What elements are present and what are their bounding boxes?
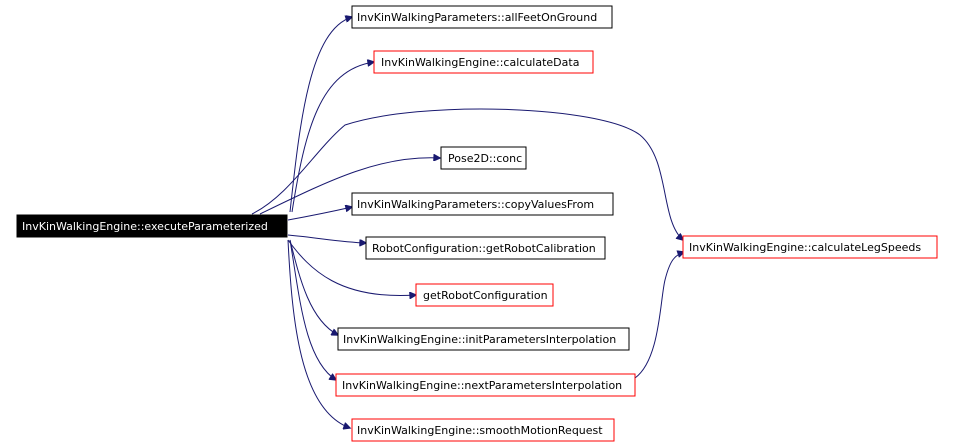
node-label: InvKinWalkingEngine::executeParameterize…: [22, 220, 268, 233]
edge-to-conc: [259, 158, 440, 215]
edge-to-smoothMotionRequest: [287, 239, 350, 428]
node-label: InvKinWalkingEngine::smoothMotionRequest: [357, 424, 603, 437]
node-label: InvKinWalkingEngine::initParametersInter…: [343, 333, 616, 346]
edge-to-copyValuesFrom: [287, 207, 352, 221]
edges: [251, 17, 684, 428]
node-allFeetOnGround[interactable]: InvKinWalkingParameters::allFeetOnGround: [351, 5, 613, 29]
node-label: InvKinWalkingEngine::calculateLegSpeeds: [689, 241, 921, 254]
node-conc[interactable]: Pose2D::conc: [440, 146, 527, 170]
node-calculateData[interactable]: InvKinWalkingEngine::calculateData: [373, 50, 594, 74]
node-smoothMotionRequest[interactable]: InvKinWalkingEngine::smoothMotionRequest: [351, 418, 615, 442]
node-label: InvKinWalkingParameters::copyValuesFrom: [357, 198, 594, 211]
node-label: Pose2D::conc: [448, 152, 522, 165]
edge-to-calculateLegSpeeds-top: [251, 108, 683, 240]
node-calculateLegSpeeds[interactable]: InvKinWalkingEngine::calculateLegSpeeds: [682, 235, 938, 259]
edge-to-allFeetOnGround: [289, 17, 352, 213]
node-label: InvKinWalkingEngine::calculateData: [381, 56, 579, 69]
edge-to-initParametersInterpolation: [289, 239, 338, 335]
edge-to-calculateData: [291, 62, 374, 213]
node-getRobotCalibration[interactable]: RobotConfiguration::getRobotCalibration: [365, 236, 606, 260]
node-nextParametersInterpolation[interactable]: InvKinWalkingEngine::nextParametersInter…: [335, 373, 636, 397]
node-label: RobotConfiguration::getRobotCalibration: [372, 242, 596, 255]
node-label: getRobotConfiguration: [423, 289, 548, 302]
node-initParametersInterpolation[interactable]: InvKinWalkingEngine::initParametersInter…: [337, 327, 630, 351]
edge-to-nextParametersInterpolation: [289, 239, 336, 380]
edge-next-to-calculateLegSpeeds: [634, 252, 684, 379]
node-getRobotConfiguration[interactable]: getRobotConfiguration: [415, 283, 554, 307]
node-label: InvKinWalkingParameters::allFeetOnGround: [357, 11, 597, 24]
node-copyValuesFrom[interactable]: InvKinWalkingParameters::copyValuesFrom: [351, 192, 614, 216]
edge-to-getRobotConfiguration: [287, 239, 416, 296]
node-label: InvKinWalkingEngine::nextParametersInter…: [342, 379, 622, 392]
edge-to-getRobotCalibration: [287, 234, 366, 243]
node-root[interactable]: InvKinWalkingEngine::executeParameterize…: [16, 214, 288, 238]
